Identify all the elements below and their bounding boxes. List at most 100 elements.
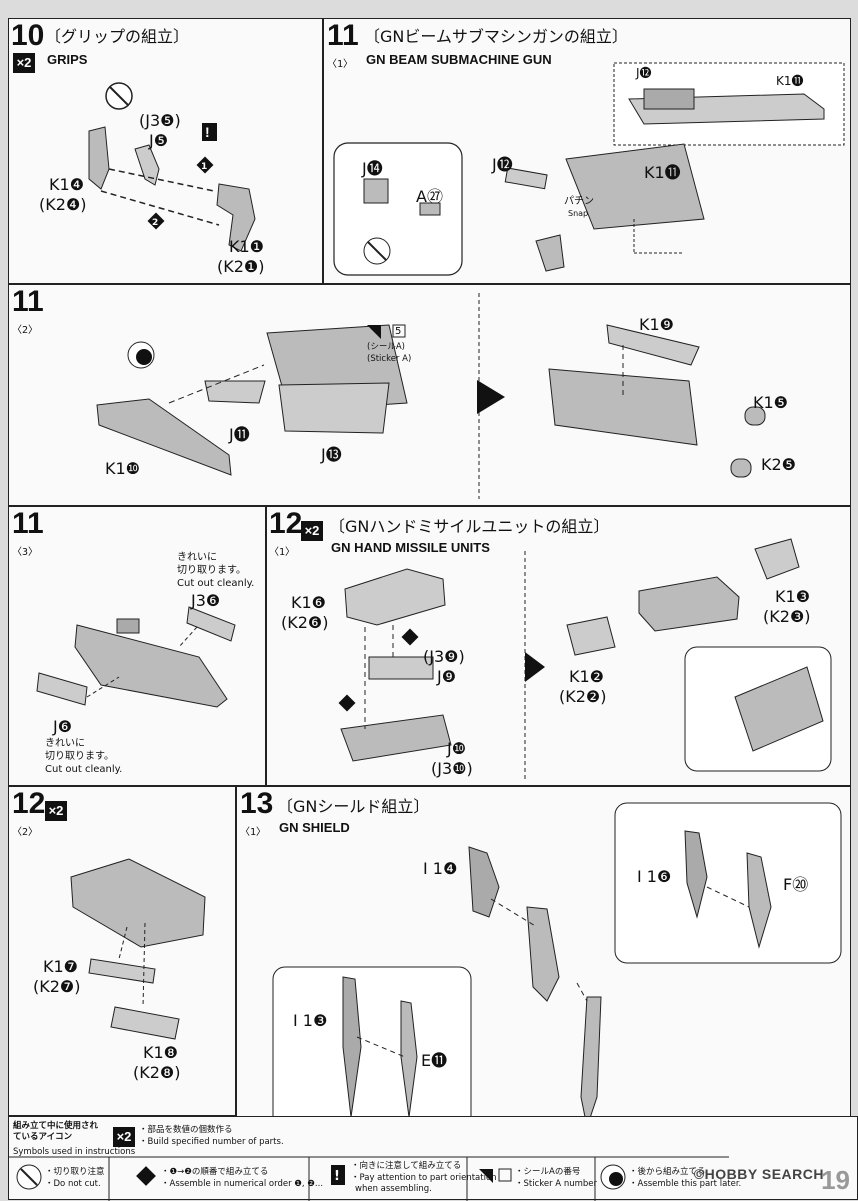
symbol-legend: 組み立て中に使用されているアイコン Symbols used in instru… (8, 1116, 858, 1201)
shield-lower (580, 996, 602, 1129)
legend-text: ・❶→❷の順番で組み立てる (161, 1167, 269, 1177)
step-title-jp: 〔グリップの組立〕 (45, 27, 190, 46)
legend-text: ・Assemble this part later. (629, 1179, 742, 1189)
part-label: K1❶ (229, 237, 265, 256)
attention-icon (202, 123, 217, 141)
sticker-en: (Sticker A) (367, 354, 412, 364)
part-label: K1⓫ (644, 163, 681, 182)
sub-step: 〈2〉 (12, 325, 39, 336)
sub-step: 〈1〉 (240, 827, 267, 838)
multiplier-badge: ×2 (45, 801, 67, 821)
snap-note-en: Snap (568, 209, 589, 218)
attention-icon (331, 1165, 345, 1185)
sticker-number: 5 (395, 326, 402, 337)
legend-text: ・切り取り注意 (45, 1167, 105, 1177)
multiplier-badge: ×2 (301, 521, 323, 541)
shield-part-i14 (468, 846, 500, 918)
step-title-jp: 〔GNシールド組立〕 (277, 797, 430, 816)
part-label: K1❿ (105, 459, 141, 478)
inset-label: J⓬ (636, 66, 652, 80)
step-number: 11 (327, 19, 359, 52)
legend-text: ・Sticker A number (515, 1179, 597, 1189)
part-label: J❺ (149, 131, 169, 150)
part-label: I 1❹ (423, 859, 458, 878)
legend-text: ・Build specified number of parts. (139, 1137, 284, 1147)
step-11-1-panel: 11 〈1〉 〔GNビームサブマシンガンの組立〕 GN BEAM SUBMACH… (323, 18, 851, 284)
part-label: (K2❼) (33, 977, 81, 996)
step-11-3-illustration (36, 606, 236, 708)
cut-note-en: Cut out cleanly. (177, 578, 255, 589)
part-label: K1❾ (639, 315, 675, 334)
gun-complete (74, 624, 228, 708)
part-label: J⓫ (229, 425, 250, 444)
part-label: (K2❶) (217, 257, 265, 276)
step-10-illustration: ! 1 2 (88, 82, 256, 252)
part-label: (J3❺) (139, 111, 181, 130)
step-11-2-illustration (96, 293, 766, 499)
legend-text: when assembling. (355, 1184, 432, 1194)
multiplier-badge: ×2 (13, 53, 35, 73)
part-label: I 1❻ (637, 867, 672, 886)
missile-unit (70, 858, 206, 948)
order-icon (136, 1166, 156, 1186)
sub-step: 〈3〉 (12, 547, 39, 558)
grip-left-part (88, 126, 110, 190)
multiplier-legend-icon: ×2 (113, 1127, 135, 1147)
step-title-en: GN BEAM SUBMACHINE GUN (366, 52, 552, 67)
legend-text: ・向きに注意して組み立てる (351, 1161, 462, 1171)
part-label: J⓭ (321, 445, 342, 464)
step-arrow (477, 380, 505, 414)
gun-assembled (548, 368, 698, 446)
legend-text: ・Do not cut. (45, 1179, 101, 1189)
part-label: J⓬ (492, 155, 513, 174)
part-label: J❾ (437, 667, 457, 686)
sub-step: 〈1〉 (327, 59, 354, 70)
sub-step: 〈1〉 (269, 547, 296, 558)
missile-base-part (340, 714, 452, 762)
part-label: K1❼ (43, 957, 79, 976)
top-cover-part (606, 324, 700, 366)
part-label: E⓫ (421, 1051, 448, 1070)
part-label: (J3❾) (423, 647, 465, 666)
part-label: (K2❽) (133, 1063, 181, 1082)
step-13-1-panel: 13 〈1〉 〔GNシールド組立〕 GN SHIELD I 1❹ I 1❻ F⑳… (236, 786, 851, 1154)
inset-label: K1⓫ (776, 74, 804, 88)
sub-step: 〈2〉 (12, 827, 39, 838)
legend-icons: ! (9, 1156, 729, 1201)
step-10-panel: 10 ×2 〔グリップの組立〕 GRIPS ! 1 2 (J3❺) J❺ K1❹… (8, 18, 323, 284)
step-title-jp: 〔GNビームサブマシンガンの組立〕 (364, 27, 628, 46)
part-label: K1❺ (753, 393, 789, 412)
gun-body (565, 143, 705, 230)
step-12-1-panel: 12 〈1〉 ×2 〔GNハンドミサイルユニットの組立〕 GN HAND MIS… (266, 506, 851, 786)
step-12-2-illustration (70, 858, 206, 1040)
step-number: 11 (12, 507, 44, 540)
part-label: (K2❸) (763, 607, 811, 626)
part-label: K1❷ (569, 667, 605, 686)
part-label: F⑳ (783, 875, 809, 894)
step-11-3-panel: 11 〈3〉 きれいに 切り取ります。 Cut out cleanly. J3❻… (8, 506, 266, 786)
part-label: K1❻ (291, 593, 327, 612)
part-label: (J3❿) (431, 759, 473, 778)
legend-text: ・シールAの番号 (515, 1167, 581, 1177)
part-label: (K2❹) (39, 195, 87, 214)
step-title-en: GN HAND MISSILE UNITS (331, 540, 490, 555)
sticker-icon (479, 1169, 493, 1183)
step-number: 10 (11, 19, 45, 52)
legend-text: ・Pay attention to part orientation (351, 1173, 497, 1183)
page-number: 19 (821, 1165, 850, 1195)
step-12-1-illustration (338, 538, 832, 779)
shield-body (526, 906, 560, 1002)
cut-note-jp: 切り取ります。 (177, 565, 246, 576)
part-label: J3❻ (191, 591, 221, 610)
part-label: J❻ (53, 717, 73, 736)
legend-text: ・Assemble in numerical order ❶, ❷... (161, 1179, 324, 1189)
step-12-2-panel: 12 〈2〉 ×2 K1❼ (K2❼) K1❽ (K2❽) (8, 786, 236, 1116)
snap-note-jp: パチン (564, 196, 594, 207)
legend-text: ・部品を数値の個数作る (139, 1125, 233, 1135)
watermark: ©HOBBY SEARCH (693, 1166, 824, 1182)
step-number: 12 (12, 787, 46, 820)
step-title-en: GN SHIELD (279, 820, 350, 835)
step-title-en: GRIPS (47, 52, 88, 67)
step-11-2-panel: 11 〈2〉 5 (シールA) (Sticker A) K1❿ J⓫ J⓭ K1… (8, 284, 851, 506)
inset-box-right (614, 802, 842, 964)
